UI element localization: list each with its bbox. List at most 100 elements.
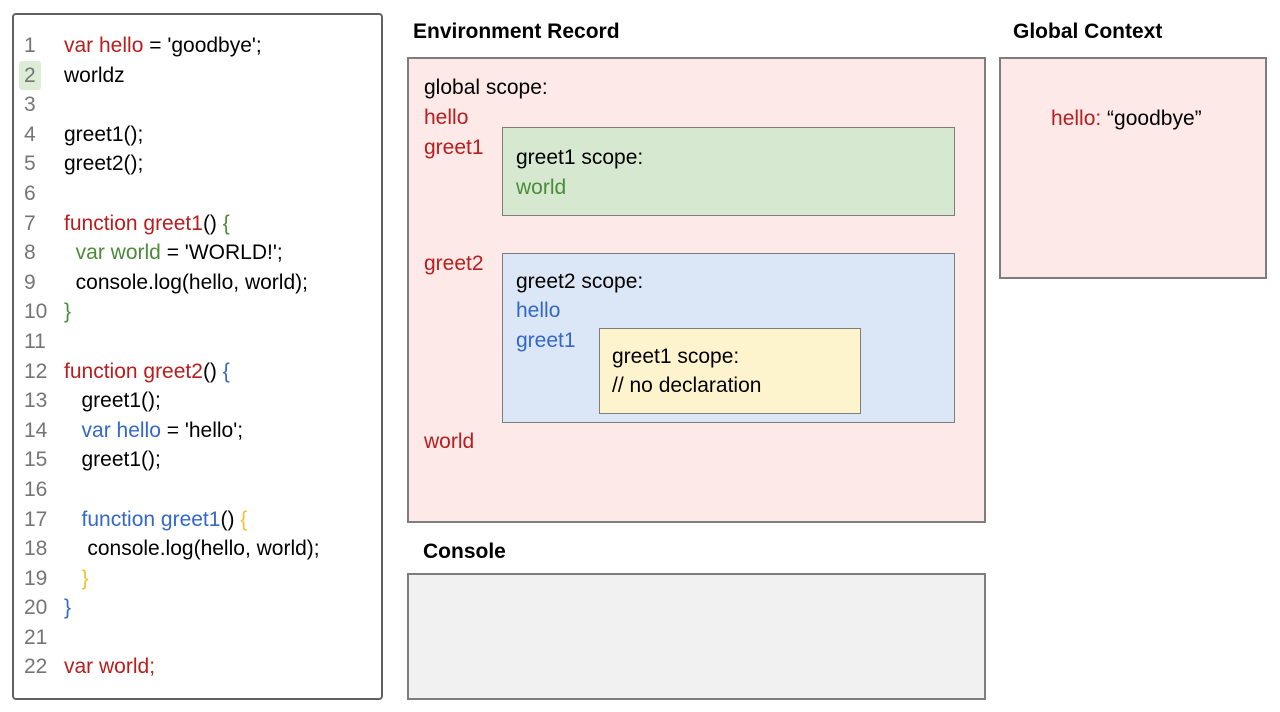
global-context-entry-key: hello: xyxy=(1051,106,1102,130)
code-segment: console.log(hello, world); xyxy=(64,270,308,294)
code-text: greet1(); xyxy=(64,120,143,150)
line-number: 10 xyxy=(24,300,48,324)
code-text: greet1(); xyxy=(64,386,161,416)
code-line: 10} xyxy=(14,297,381,327)
line-number: 8 xyxy=(24,241,36,265)
line-number: 9 xyxy=(24,270,36,294)
code-text: console.log(hello, world); xyxy=(64,268,308,298)
code-line: 21 xyxy=(14,623,381,653)
global-var-greet2: greet2 xyxy=(424,252,484,275)
code-text: console.log(hello, world); xyxy=(64,534,320,564)
code-text: greet2(); xyxy=(64,149,143,179)
code-segment: var hello xyxy=(64,34,144,57)
global-var-greet1: greet1 xyxy=(424,136,484,159)
global-context-title: Global Context xyxy=(1013,20,1163,43)
code-line: 20} xyxy=(14,593,381,623)
global-scope-label: global scope: xyxy=(424,76,548,99)
code-segment: function greet1 xyxy=(81,507,221,531)
code-line: 19 } xyxy=(14,564,381,594)
code-segment: = 'goodbye'; xyxy=(143,34,262,57)
code-line: 14 var hello = 'hello'; xyxy=(14,416,381,446)
code-line: 9 console.log(hello, world); xyxy=(14,268,381,298)
code-text: } xyxy=(64,297,71,327)
code-segment: () xyxy=(220,507,241,531)
code-segment: greet2(); xyxy=(64,152,144,176)
line-number: 1 xyxy=(24,34,36,57)
global-var-world: world xyxy=(424,430,475,453)
code-segment: console.log(hello, world); xyxy=(64,537,320,561)
code-segment xyxy=(64,508,82,531)
code-text: var hello = 'goodbye'; xyxy=(64,31,262,61)
code-segment: greet1(); xyxy=(64,448,161,472)
code-segment: () xyxy=(202,359,223,383)
code-segment: { xyxy=(222,359,230,383)
greet2-scope-var-hello: hello xyxy=(516,299,561,322)
line-number: 11 xyxy=(24,329,46,353)
code-segment: function greet1 xyxy=(64,211,203,235)
code-line: 17 function greet1() { xyxy=(14,505,381,535)
code-text: worldz xyxy=(64,61,125,91)
code-line: 18 console.log(hello, world); xyxy=(14,534,381,564)
line-number: 14 xyxy=(24,418,48,442)
line-number: 21 xyxy=(24,625,48,649)
code-text: function greet1() { xyxy=(64,505,248,535)
code-segment: var world xyxy=(75,241,161,265)
line-number: 2 xyxy=(14,60,64,91)
current-line-highlight: 2 xyxy=(19,60,41,91)
global-context-entry-value: “goodbye” xyxy=(1101,106,1202,130)
code-segment xyxy=(64,419,82,442)
code-line: 16 xyxy=(14,475,381,505)
code-segment: greet1(); xyxy=(64,122,144,146)
line-number: 20 xyxy=(24,596,48,620)
code-line: 15 greet1(); xyxy=(14,445,381,475)
environment-record-title: Environment Record xyxy=(413,20,620,43)
greet2-scope-var-greet1: greet1 xyxy=(516,329,576,352)
line-number: 6 xyxy=(24,181,36,205)
code-line: 6 xyxy=(14,179,381,209)
code-text: var world = 'WORLD!'; xyxy=(64,238,283,268)
code-segment: { xyxy=(222,211,230,235)
code-segment: worldz xyxy=(64,63,125,87)
code-segment: } xyxy=(64,596,72,620)
code-text: } xyxy=(64,593,71,623)
code-segment xyxy=(64,567,82,590)
line-number: 16 xyxy=(24,477,48,501)
code-segment: () xyxy=(202,211,223,235)
line-number: 15 xyxy=(24,448,48,472)
line-number: 19 xyxy=(24,566,48,590)
code-segment: function greet2 xyxy=(64,359,203,383)
global-context-entry: hello: “goodbye” xyxy=(1016,74,1202,163)
code-segment: var hello xyxy=(81,418,161,442)
code-segment: } xyxy=(81,566,89,590)
code-segment xyxy=(64,241,76,264)
inner-greet1-scope-comment: // no declaration xyxy=(612,374,762,397)
line-number: 3 xyxy=(24,93,36,117)
code-text: var world; xyxy=(64,652,155,682)
line-number: 22 xyxy=(24,655,48,679)
code-segment: { xyxy=(240,507,248,531)
code-line: 13 greet1(); xyxy=(14,386,381,416)
code-line: 8 var world = 'WORLD!'; xyxy=(14,238,381,268)
code-text: function greet2() { xyxy=(64,357,230,387)
code-line: 1 var hello = 'goodbye'; xyxy=(14,31,381,61)
global-context-box: hello: “goodbye” xyxy=(999,57,1267,279)
code-segment: = 'WORLD!'; xyxy=(160,241,283,265)
inner-greet1-scope-box: greet1 scope: // no declaration xyxy=(599,328,861,414)
greet2-scope-box: greet2 scope: hello greet1 greet1 scope:… xyxy=(502,253,955,423)
line-number: 18 xyxy=(24,537,48,561)
code-line: 7 function greet1() { xyxy=(14,209,381,239)
line-number: 7 xyxy=(24,211,36,235)
line-number: 13 xyxy=(24,389,48,413)
code-line: 22 var world; xyxy=(14,652,381,682)
code-segment: var world; xyxy=(64,655,156,679)
greet1-scope-label: greet1 scope: xyxy=(516,146,644,169)
greet2-scope-label: greet2 scope: xyxy=(516,270,644,293)
code-segment: } xyxy=(64,300,72,324)
global-var-hello: hello xyxy=(424,106,469,129)
inner-greet1-scope-label: greet1 scope: xyxy=(612,345,740,368)
